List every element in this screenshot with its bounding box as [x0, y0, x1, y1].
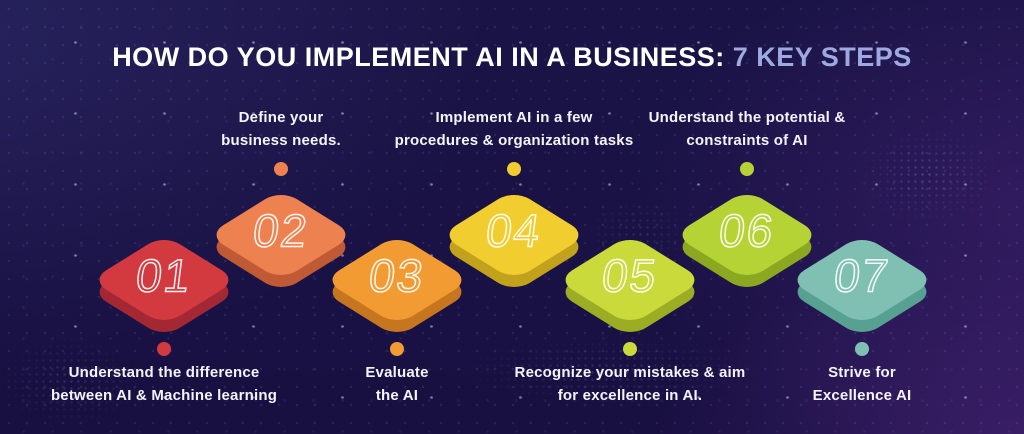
diamond-top-face: [207, 189, 355, 281]
dot-texture: [0, 315, 170, 434]
diamond-top-face: [673, 189, 821, 281]
step-06-number: 06: [715, 204, 778, 258]
step-01-diamond: 01: [89, 224, 239, 338]
step-06-connector-dot: [740, 162, 754, 176]
dot-texture: [828, 108, 1024, 243]
step-06-diamond: 06: [672, 179, 822, 293]
step-05-number: 05: [598, 249, 661, 303]
step-03-label: Evaluate the AI: [365, 364, 429, 404]
step-02-number: 02: [249, 204, 312, 258]
diamond-top-face: [788, 234, 936, 326]
step-04-connector-dot: [507, 162, 521, 176]
step-07-connector-dot: [855, 342, 869, 356]
diamond-top-face: [323, 234, 471, 326]
step-02-label: Define your business needs.: [221, 109, 341, 149]
step-05-label: Recognize your mistakes & aim for excell…: [514, 364, 746, 404]
step-05-connector-dot: [623, 342, 637, 356]
step-04-diamond: 04: [439, 179, 589, 293]
step-06-label: Understand the potential & constraints o…: [648, 109, 846, 149]
diamond-side-face: [207, 201, 355, 293]
step-05-diamond: 05: [555, 224, 705, 338]
step-07-diamond: 07: [787, 224, 937, 338]
page-title: HOW DO YOU IMPLEMENT AI IN A BUSINESS: 7…: [0, 42, 1024, 73]
dot-texture: [400, 320, 820, 420]
diamond-side-face: [673, 201, 821, 293]
diamond-side-face: [323, 246, 471, 338]
diamond-top-face: [556, 234, 704, 326]
step-07-label: Strive for Excellence AI: [812, 364, 912, 404]
step-02-connector-dot: [274, 162, 288, 176]
step-03-number: 03: [365, 249, 428, 303]
diamond-side-face: [788, 246, 936, 338]
step-03-connector-dot: [390, 342, 404, 356]
step-01-number: 01: [132, 249, 195, 303]
step-01-connector-dot: [157, 342, 171, 356]
step-03-diamond: 03: [322, 224, 472, 338]
step-01-label: Understand the difference between AI & M…: [50, 364, 278, 404]
step-04-label: Implement AI in a few procedures & organ…: [394, 109, 634, 149]
diamond-side-face: [440, 201, 588, 293]
dot-texture: [560, 182, 720, 287]
step-04-number: 04: [482, 204, 545, 258]
diamond-top-face: [440, 189, 588, 281]
diamond-side-face: [90, 246, 238, 338]
step-07-number: 07: [830, 249, 893, 303]
title-main: HOW DO YOU IMPLEMENT AI IN A BUSINESS:: [112, 42, 733, 72]
diamond-top-face: [90, 234, 238, 326]
title-highlight: 7 KEY STEPS: [732, 42, 912, 72]
step-02-diamond: 02: [206, 179, 356, 293]
diamond-side-face: [556, 246, 704, 338]
